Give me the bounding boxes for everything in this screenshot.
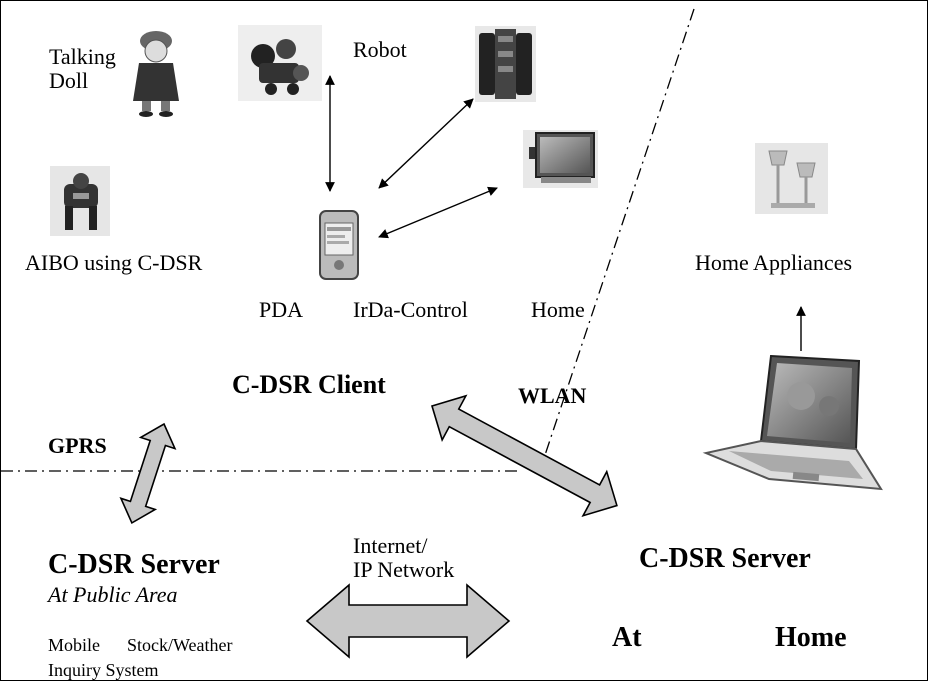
aibo-icon (50, 166, 110, 236)
public-area-label: At Public Area (48, 582, 178, 607)
wlan-label: WLAN (518, 383, 587, 408)
gprs-double-arrow (119, 422, 177, 525)
tv-icon (523, 130, 598, 188)
gprs-label: GPRS (48, 433, 107, 458)
tv-pda-arrow (378, 186, 498, 239)
robot-label: Robot (353, 37, 407, 62)
at-label: At (612, 622, 642, 653)
home-big-label: Home (775, 622, 847, 653)
internet-double-arrow (305, 583, 511, 659)
pda-label: PDA (259, 297, 304, 322)
irda-control-label: IrDa-Control (353, 297, 468, 322)
mobile-label: Mobile (48, 635, 100, 655)
home-small-label: Home (531, 297, 585, 322)
wlan-double-arrow (431, 394, 618, 518)
inquiry-system-label: Inquiry System (48, 660, 159, 680)
public-server-label: C-DSR Server (48, 549, 220, 580)
audio-system-icon (475, 26, 536, 102)
home-appliances-label: Home Appliances (695, 250, 853, 275)
audio-pda-arrow (378, 98, 474, 189)
aibo-label: AIBO using C-DSR (25, 250, 203, 275)
laptop-icon (702, 354, 883, 491)
stock-weather-label: Stock/Weather (127, 635, 233, 655)
talking-doll-icon (133, 31, 179, 117)
robot-icon (238, 25, 322, 101)
lamp-icon (755, 143, 828, 214)
talking-doll-label: Talking Doll (49, 44, 116, 94)
client-label: C-DSR Client (232, 370, 386, 399)
wlan-boundary-line (538, 8, 695, 474)
pda-icon (319, 210, 359, 280)
internet-label: Internet/ IP Network (353, 533, 455, 583)
home-server-label: C-DSR Server (639, 543, 811, 574)
